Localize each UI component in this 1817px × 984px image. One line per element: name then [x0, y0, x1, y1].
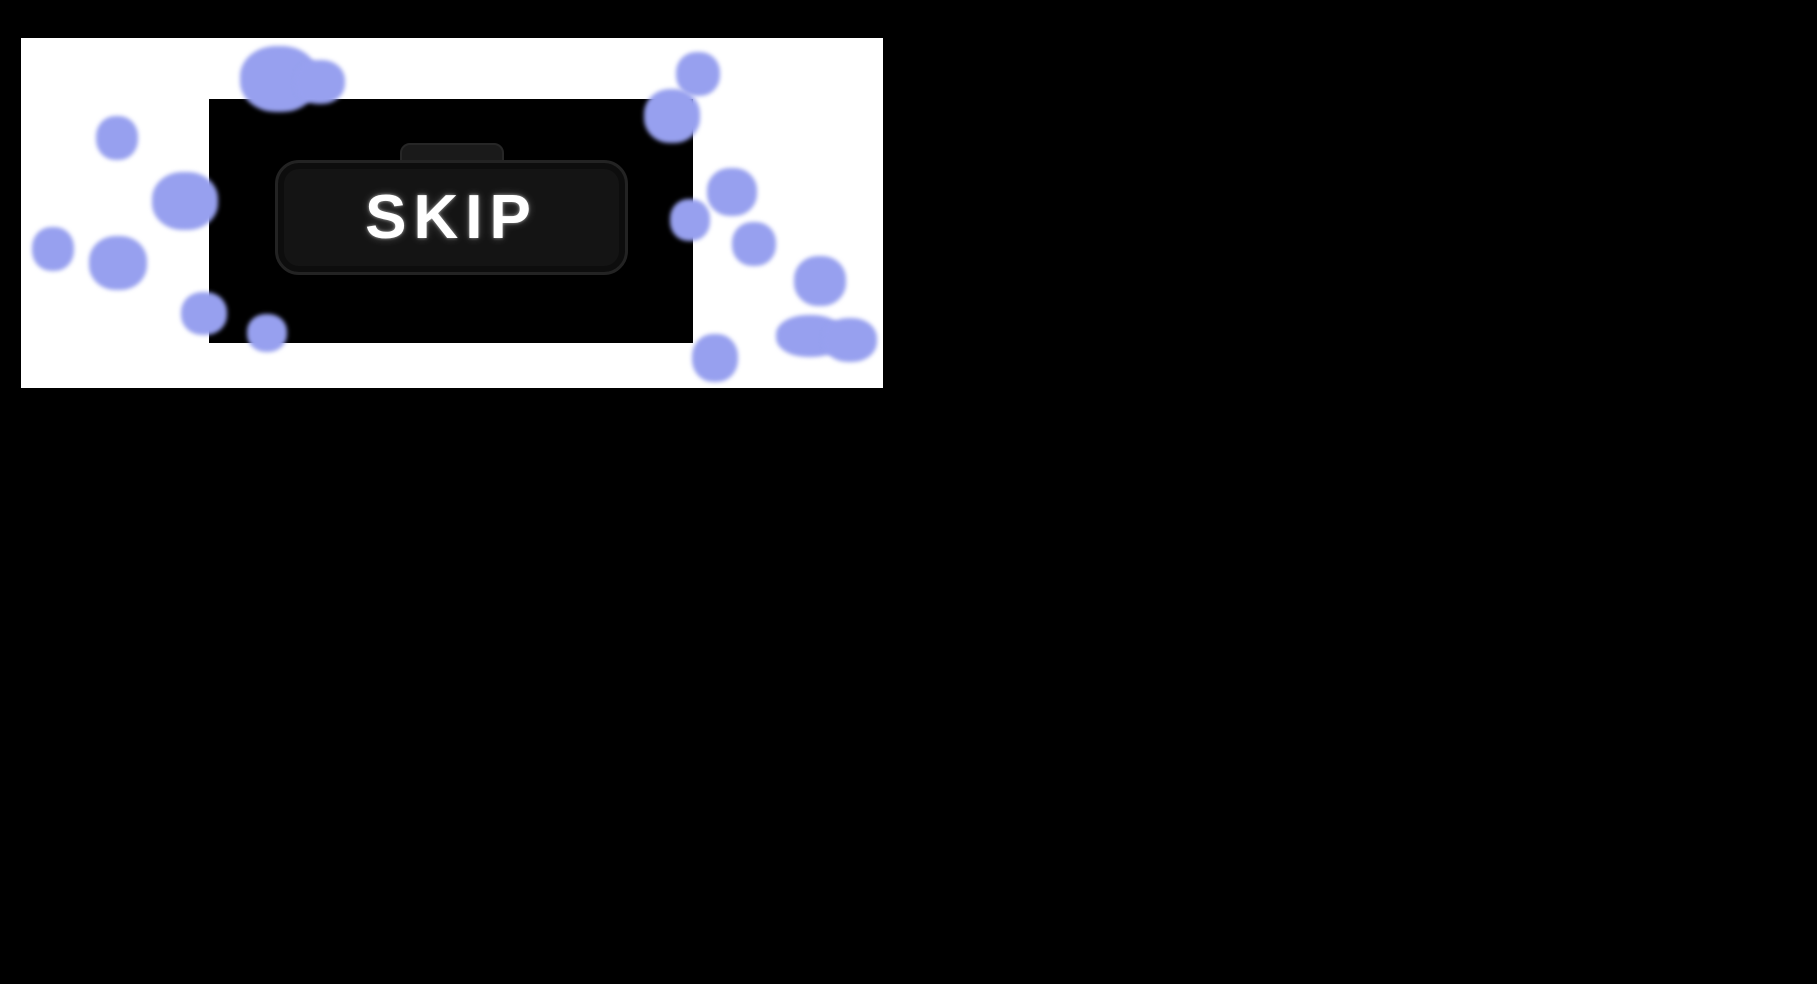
- skip-button[interactable]: SKIP: [275, 160, 628, 275]
- skip-button-label: SKIP: [365, 183, 538, 252]
